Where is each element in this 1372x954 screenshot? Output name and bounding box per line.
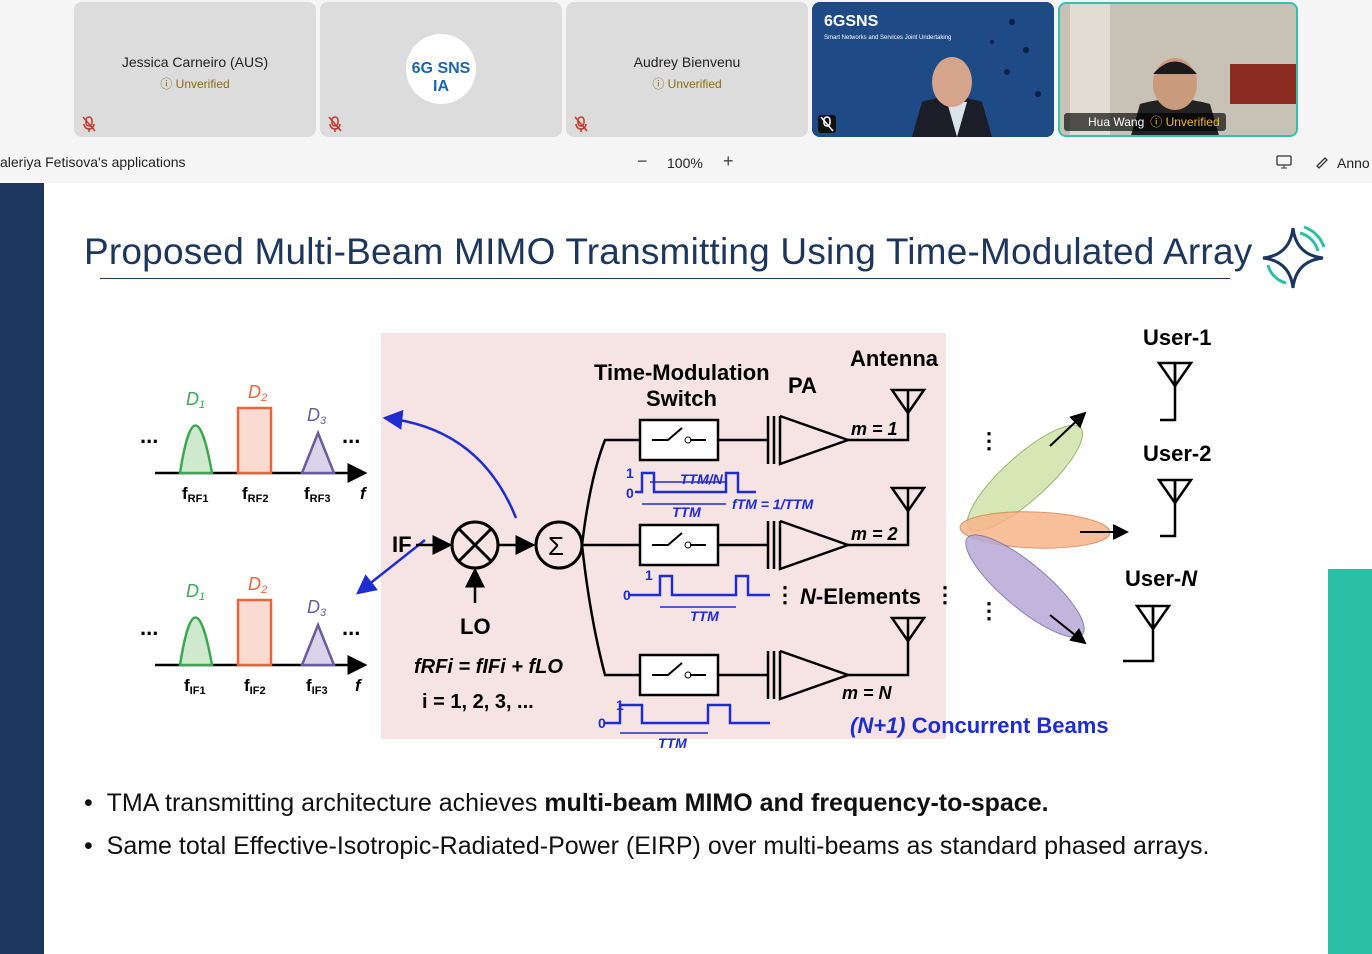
svg-text:TTM: TTM (690, 608, 719, 624)
svg-text:D1: D1 (186, 581, 205, 603)
annotate-icon[interactable] (1314, 154, 1330, 170)
svg-text:TTM: TTM (672, 504, 701, 520)
svg-text:fRF1: fRF1 (182, 484, 208, 505)
svg-text:fRF2: fRF2 (242, 484, 268, 505)
svg-text:Smart Networks and Services Jo: Smart Networks and Services Joint Undert… (824, 35, 951, 41)
svg-text:PA: PA (788, 373, 817, 398)
svg-text:TTM: TTM (658, 735, 687, 751)
radiation-beams: ⋮ ⋮ (959, 411, 1129, 645)
svg-text:User-1: User-1 (1143, 325, 1211, 350)
svg-text:⋮: ⋮ (978, 428, 1000, 453)
muted-mic-icon[interactable] (326, 115, 344, 133)
svg-text:Σ: Σ (548, 531, 564, 561)
svg-text:(N+1) Concurrent Beams: (N+1) Concurrent Beams (850, 713, 1109, 738)
svg-text:fIF2: fIF2 (244, 676, 266, 697)
svg-text:fIF1: fIF1 (184, 676, 206, 697)
svg-text:f: f (355, 676, 363, 695)
svg-text:fRF3: fRF3 (304, 484, 330, 505)
svg-text:User-N: User-N (1125, 566, 1198, 591)
participant-tile-6gsns[interactable]: 6G SNS IA (320, 2, 562, 137)
annotate-button[interactable]: Anno (1337, 155, 1370, 171)
svg-text:0: 0 (623, 587, 631, 603)
switch-waveforms (605, 471, 770, 734)
waveform-labels: 1 0 TTM/N TTM fTM = 1/TTM 1 0 TTM 1 0 TT… (598, 465, 814, 751)
muted-mic-icon[interactable] (818, 115, 836, 133)
tma-diagram: ... ... D1 D2 D3 fRF1 fRF2 fRF3 f ... ..… (140, 325, 1211, 751)
share-toolbar: aleriya Fetisova's applications − 100% +… (0, 150, 1372, 176)
svg-text:User-2: User-2 (1143, 441, 1211, 466)
svg-text:m = 1: m = 1 (851, 419, 898, 439)
svg-text:D2: D2 (248, 382, 267, 404)
bullet-list: • TMA transmitting architecture achieves… (84, 789, 1209, 875)
screen-icon[interactable] (1276, 154, 1292, 170)
participant-tile-audrey[interactable]: Audrey Bienvenu ⓘ Unverified (566, 2, 808, 137)
rf-spectrum: ... ... D1 D2 D3 fRF1 fRF2 fRF3 f (140, 382, 368, 505)
svg-text:fTM = 1/TTM: fTM = 1/TTM (732, 496, 814, 512)
svg-text:...: ... (342, 423, 360, 448)
bullet-item: • Same total Effective-Isotropic-Radiate… (84, 832, 1210, 860)
zoom-level: 100% (667, 155, 703, 171)
svg-text:LO: LO (460, 614, 491, 639)
video-feed: 6GSNS Smart Networks and Services Joint … (812, 2, 1054, 137)
svg-text:1: 1 (616, 697, 624, 713)
participant-status: ⓘ Unverified (652, 77, 722, 91)
svg-text:N-Elements: N-Elements (800, 584, 921, 609)
svg-text:TTM/N: TTM/N (680, 471, 724, 487)
user-antennas (1123, 361, 1194, 663)
svg-text:IF: IF (392, 532, 412, 557)
svg-text:Time-Modulation: Time-Modulation (594, 360, 770, 385)
svg-text:⋮: ⋮ (978, 598, 1000, 623)
muted-mic-icon[interactable] (80, 115, 98, 133)
svg-text:fRFi = fIFi + fLO: fRFi = fIFi + fLO (414, 656, 563, 678)
svg-text:Switch: Switch (646, 386, 717, 411)
svg-text:⋮: ⋮ (934, 582, 956, 607)
svg-text:...: ... (140, 423, 158, 448)
title-underline (100, 278, 1230, 279)
svg-text:D1: D1 (186, 389, 205, 411)
svg-text:D3: D3 (307, 405, 327, 427)
svg-text:i = 1, 2, 3, ...: i = 1, 2, 3, ... (422, 691, 534, 713)
svg-text:Antenna: Antenna (850, 346, 939, 371)
video-strip: Jessica Carneiro (AUS) ⓘ Unverified 6G S… (0, 0, 1372, 183)
svg-text:m = 2: m = 2 (851, 524, 898, 544)
svg-text:fIF3: fIF3 (306, 676, 328, 697)
svg-text:⋮: ⋮ (774, 582, 796, 607)
participant-video-speaker[interactable]: 6GSNS Smart Networks and Services Joint … (812, 2, 1054, 137)
if-spectrum: ... ... D1 D2 D3 fIF1 fIF2 fIF3 f (140, 574, 368, 697)
svg-text:...: ... (342, 615, 360, 640)
svg-text:f: f (360, 484, 368, 503)
upconvert-arrow (382, 409, 518, 519)
shared-app-label: aleriya Fetisova's applications (0, 154, 186, 170)
participant-tile-jessica[interactable]: Jessica Carneiro (AUS) ⓘ Unverified (74, 2, 316, 137)
participant-name: Jessica Carneiro (AUS) (121, 54, 269, 70)
participant-status: ⓘ Unverified (160, 77, 230, 91)
svg-text:0: 0 (626, 485, 634, 501)
shared-slide: Proposed Multi-Beam MIMO Transmitting Us… (0, 183, 1372, 954)
muted-mic-icon[interactable] (572, 115, 590, 133)
svg-text:D2: D2 (248, 574, 267, 596)
bullet-item: • TMA transmitting architecture achieves… (84, 789, 1049, 817)
wireless-logo-icon (1262, 225, 1326, 289)
zoom-out-button[interactable]: − (637, 151, 648, 171)
participant-name: Audrey Bienvenu (633, 54, 741, 70)
svg-text:m = N: m = N (842, 683, 893, 703)
slide-right-bar (1328, 569, 1372, 954)
svg-text:D3: D3 (307, 597, 327, 619)
rf-branches: m = 1 m = 2 m = N N-Elements ⋮ ⋮ (638, 388, 956, 703)
svg-text:...: ... (140, 615, 158, 640)
slide-title: Proposed Multi-Beam MIMO Transmitting Us… (84, 231, 1253, 272)
if-arrow (356, 539, 426, 595)
slide-left-bar (0, 183, 44, 954)
svg-text:6GSNS: 6GSNS (824, 13, 879, 30)
6g-sns-logo: 6G SNS IA (406, 34, 476, 104)
zoom-in-button[interactable]: + (723, 151, 734, 171)
svg-text:1: 1 (626, 465, 634, 481)
svg-text:1: 1 (645, 567, 653, 583)
svg-text:0: 0 (598, 715, 606, 731)
